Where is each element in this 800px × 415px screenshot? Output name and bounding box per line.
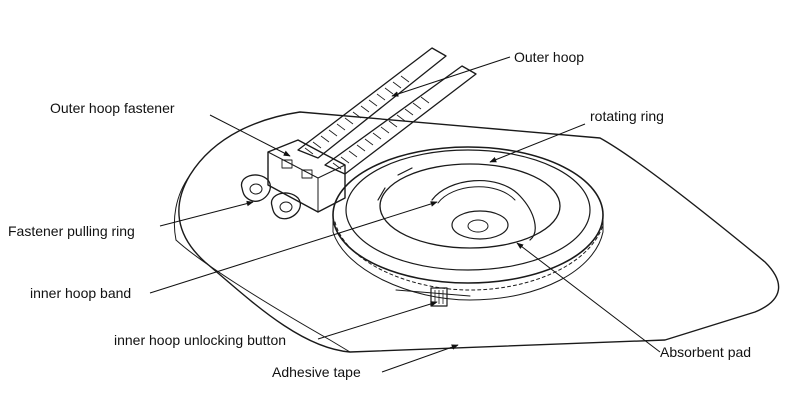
leader-absorbent-pad (516, 242, 661, 353)
label-inner-hoop-band: inner hoop band (30, 285, 131, 301)
absorbent-pad (451, 210, 509, 240)
outer-hoop-straps (297, 47, 477, 175)
leader-rotating-ring (489, 123, 586, 163)
adhesive-tape-plate (173, 111, 780, 353)
rotating-ring (332, 146, 604, 301)
leader-fastener-pulling-ring (159, 200, 254, 227)
label-absorbent-pad: Absorbent pad (660, 344, 751, 360)
label-adhesive-tape: Adhesive tape (272, 364, 361, 380)
label-rotating-ring: rotating ring (590, 108, 664, 124)
leader-outer-hoop (391, 56, 511, 97)
outer-hoop-fastener (267, 139, 346, 213)
labels: Outer hoop Outer hoop fastener rotating … (8, 49, 751, 380)
inner-hoop-band (431, 179, 536, 241)
label-fastener-pulling-ring: Fastener pulling ring (8, 223, 135, 239)
label-outer-hoop: Outer hoop (514, 49, 584, 65)
inner-hoop-unlocking-button (395, 287, 471, 307)
fastener-pulling-rings (240, 174, 301, 220)
leader-lines (149, 56, 661, 373)
label-inner-hoop-unlocking-button: inner hoop unlocking button (114, 332, 286, 348)
leader-inner-hoop-unlocking-button (317, 301, 438, 340)
leader-adhesive-tape (381, 344, 459, 373)
leader-outer-hoop-fastener (209, 114, 291, 157)
leader-inner-hoop-band (149, 201, 438, 294)
label-outer-hoop-fastener: Outer hoop fastener (50, 100, 175, 116)
